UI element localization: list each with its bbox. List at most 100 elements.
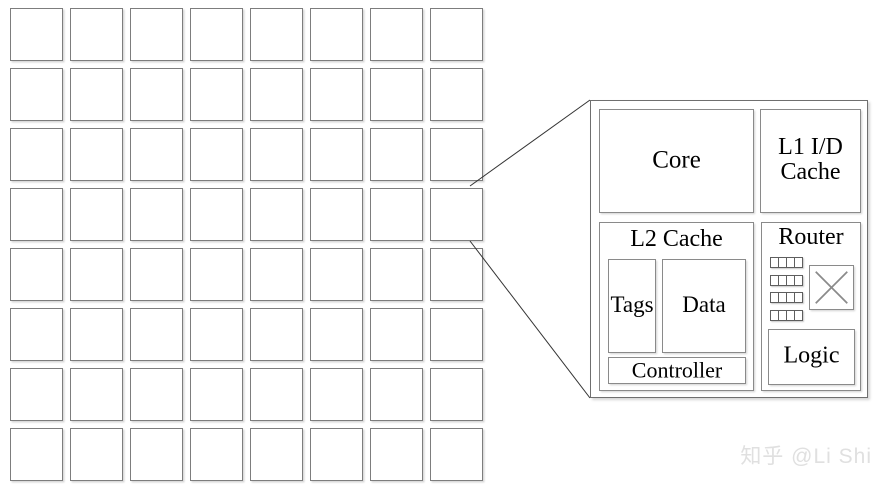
l1-id-cache-block: L1 I/D Cache <box>760 109 861 213</box>
tile-r2-c8 <box>430 68 483 121</box>
l2-cache-block: L2 Cache Tags Data Controller <box>599 222 754 391</box>
tile-r8-c6 <box>310 428 363 481</box>
fifo-buffer-icon-1 <box>770 257 803 268</box>
tile-r1-c2 <box>70 8 123 61</box>
tile-r2-c1 <box>10 68 63 121</box>
upper-leader-line <box>469 99 591 187</box>
tile-r4-c4 <box>190 188 243 241</box>
core-block: Core <box>599 109 754 213</box>
tile-r2-c2 <box>70 68 123 121</box>
tile-r6-c6 <box>310 308 363 361</box>
fifo-buffer-cell <box>787 293 795 303</box>
tile-r7-c6 <box>310 368 363 421</box>
l2-tags-label: Tags <box>610 291 654 317</box>
tile-grid <box>10 8 483 482</box>
lower-leader-line <box>469 240 591 399</box>
tile-r4-c8 <box>430 188 483 241</box>
tile-r3-c1 <box>10 128 63 181</box>
tile-r2-c5 <box>250 68 303 121</box>
tile-r7-c5 <box>250 368 303 421</box>
tile-r8-c1 <box>10 428 63 481</box>
tile-r3-c3 <box>130 128 183 181</box>
tile-r6-c2 <box>70 308 123 361</box>
input-fifo-buffers-icon <box>770 257 803 321</box>
tile-r2-c6 <box>310 68 363 121</box>
tile-r3-c8 <box>430 128 483 181</box>
fifo-buffer-icon-3 <box>770 292 803 304</box>
tile-r6-c5 <box>250 308 303 361</box>
tile-r6-c4 <box>190 308 243 361</box>
router-logic-label: Logic <box>783 342 840 369</box>
fifo-buffer-cell <box>787 258 795 267</box>
tile-r5-c1 <box>10 248 63 301</box>
tile-detail-panel: Core L1 I/D Cache L2 Cache Tags Data Con… <box>590 100 868 398</box>
tile-r1-c5 <box>250 8 303 61</box>
tile-r6-c8 <box>430 308 483 361</box>
tile-r1-c1 <box>10 8 63 61</box>
core-label: Core <box>652 146 701 174</box>
router-block: Router Logic <box>761 222 861 391</box>
fifo-buffer-cell <box>779 275 787 285</box>
tile-r2-c4 <box>190 68 243 121</box>
fifo-buffer-cell <box>795 311 802 320</box>
tile-r6-c1 <box>10 308 63 361</box>
tile-r5-c3 <box>130 248 183 301</box>
tile-r3-c4 <box>190 128 243 181</box>
l2-data-block: Data <box>662 259 746 353</box>
tile-r1-c3 <box>130 8 183 61</box>
fifo-buffer-cell <box>771 310 779 320</box>
tile-r8-c5 <box>250 428 303 481</box>
l1-id-cache-label: L1 I/D Cache <box>778 133 843 185</box>
tile-r8-c2 <box>70 428 123 481</box>
tile-r4-c6 <box>310 188 363 241</box>
fifo-buffer-cell <box>795 258 802 267</box>
watermark: 知乎 @Li Shi <box>740 445 872 468</box>
tile-r7-c3 <box>130 368 183 421</box>
fifo-buffer-cell <box>779 310 787 320</box>
tile-r3-c2 <box>70 128 123 181</box>
tile-r5-c2 <box>70 248 123 301</box>
router-logic-block: Logic <box>768 329 855 385</box>
fifo-buffer-icon-2 <box>770 274 803 286</box>
tile-r5-c4 <box>190 248 243 301</box>
fifo-buffer-cell <box>771 293 779 303</box>
tile-r8-c4 <box>190 428 243 481</box>
fifo-buffer-cell <box>795 276 802 285</box>
tile-r5-c7 <box>370 248 423 301</box>
router-title: Router <box>778 224 844 250</box>
tile-r7-c7 <box>370 368 423 421</box>
tile-r4-c5 <box>250 188 303 241</box>
tile-r4-c1 <box>10 188 63 241</box>
tile-r3-c5 <box>250 128 303 181</box>
l2-controller-block: Controller <box>608 357 746 384</box>
l2-tags-block: Tags <box>608 259 656 353</box>
tile-r1-c8 <box>430 8 483 61</box>
tile-r8-c7 <box>370 428 423 481</box>
tile-r1-c6 <box>310 8 363 61</box>
tile-r5-c8 <box>430 248 483 301</box>
tile-r8-c8 <box>430 428 483 481</box>
l2-controller-label: Controller <box>631 357 723 383</box>
crossbar-switch-icon <box>809 265 854 310</box>
tile-r2-c7 <box>370 68 423 121</box>
l2-cache-title: L2 Cache <box>630 226 723 252</box>
tile-r1-c7 <box>370 8 423 61</box>
tile-r1-c4 <box>190 8 243 61</box>
fifo-buffer-cell <box>795 293 802 302</box>
tile-r7-c1 <box>10 368 63 421</box>
fifo-buffer-icon-4 <box>770 309 803 321</box>
tile-r8-c3 <box>130 428 183 481</box>
tile-r7-c4 <box>190 368 243 421</box>
l2-data-label: Data <box>682 291 726 317</box>
tile-r2-c3 <box>130 68 183 121</box>
tile-r7-c8 <box>430 368 483 421</box>
fifo-buffer-cell <box>779 293 787 303</box>
tile-r6-c3 <box>130 308 183 361</box>
fifo-buffer-cell <box>787 310 795 320</box>
tile-r4-c7 <box>370 188 423 241</box>
fifo-buffer-cell <box>771 258 779 267</box>
tile-r3-c6 <box>310 128 363 181</box>
fifo-buffer-cell <box>779 258 787 267</box>
tile-r4-c2 <box>70 188 123 241</box>
